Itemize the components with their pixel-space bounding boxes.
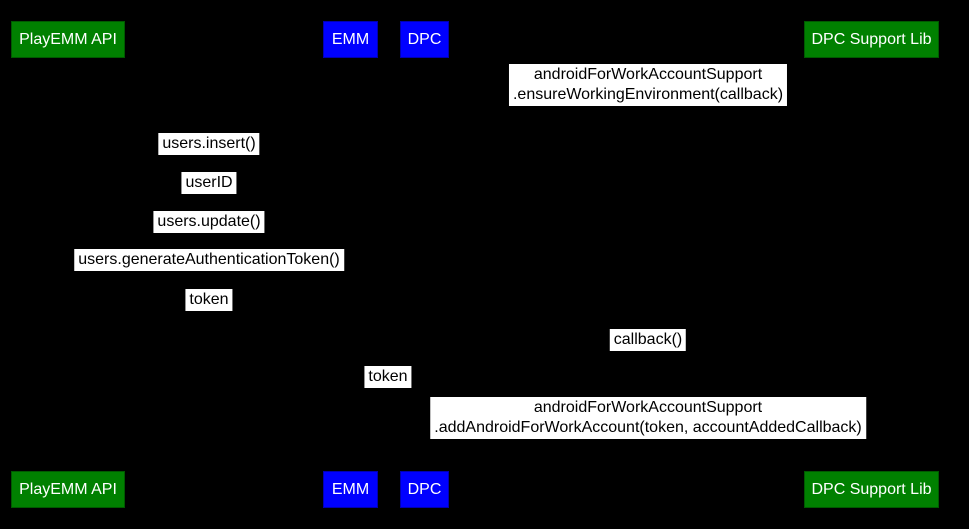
message-label-line: androidForWorkAccountSupport bbox=[533, 66, 763, 83]
message-label: users.generateAuthenticationToken() bbox=[74, 249, 344, 271]
actor-emm-bottom: EMM bbox=[323, 471, 378, 508]
message-label-line: userID bbox=[185, 174, 233, 191]
actor-dpc-support-lib-top: DPC Support Lib bbox=[804, 21, 939, 58]
message-label-line: users.generateAuthenticationToken() bbox=[78, 251, 340, 268]
message-label-line: token bbox=[189, 291, 229, 308]
message-label: userID bbox=[181, 172, 237, 194]
message-label-line: users.insert() bbox=[162, 135, 256, 152]
message-label-line: token bbox=[368, 368, 408, 385]
message-label-line: callback() bbox=[613, 331, 683, 348]
message-label: androidForWorkAccountSupport .addAndroidF… bbox=[430, 397, 866, 439]
message-label-line: .addAndroidForWorkAccount(token, account… bbox=[434, 419, 862, 436]
message-label: users.insert() bbox=[158, 133, 260, 155]
message-label-line: .ensureWorkingEnvironment(callback) bbox=[512, 86, 784, 103]
actor-dpc-bottom: DPC bbox=[400, 471, 449, 508]
actor-emm-top: EMM bbox=[323, 21, 378, 58]
message-label: token bbox=[185, 289, 233, 311]
actor-dpc-support-lib-bottom: DPC Support Lib bbox=[804, 471, 939, 508]
message-label-line: users.update() bbox=[157, 213, 261, 230]
message-label: token bbox=[364, 366, 412, 388]
message-label: callback() bbox=[609, 329, 687, 351]
message-label: users.update() bbox=[153, 211, 265, 233]
message-label: androidForWorkAccountSupport .ensureWorki… bbox=[508, 64, 788, 106]
actor-playemm-api-bottom: PlayEMM API bbox=[11, 471, 125, 508]
message-label-line: androidForWorkAccountSupport bbox=[533, 399, 763, 416]
actor-playemm-api-top: PlayEMM API bbox=[11, 21, 125, 58]
actor-dpc-top: DPC bbox=[400, 21, 449, 58]
